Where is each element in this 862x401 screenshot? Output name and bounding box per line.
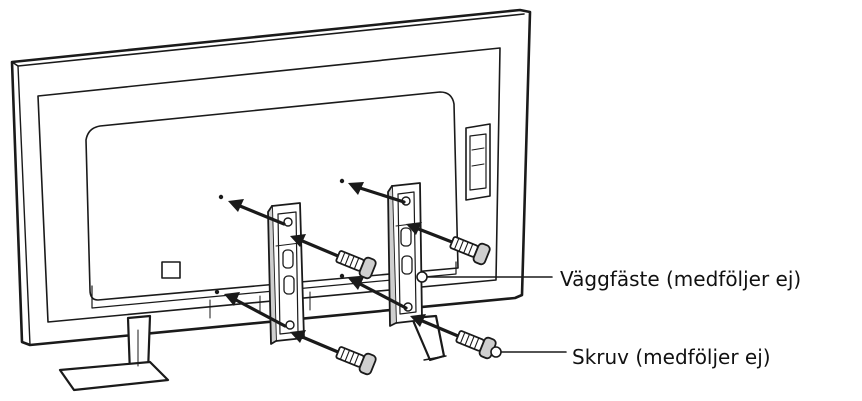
arrowheads [224, 182, 426, 343]
connector-port [161, 261, 181, 279]
screw [335, 346, 377, 376]
arrow-left-icon [418, 318, 460, 338]
callout-dot [416, 271, 428, 283]
arrow-left-icon [298, 238, 340, 258]
screw-label: Skruv (medföljer ej) [572, 345, 771, 369]
arrow-left-icon [298, 334, 340, 354]
screws [335, 236, 497, 376]
mounting-hole [218, 194, 224, 200]
arrow-left-icon [358, 186, 406, 204]
wall-bracket-right [387, 182, 423, 327]
mounting-holes [214, 178, 345, 295]
screw [335, 250, 377, 280]
wall-bracket-left [267, 202, 305, 345]
screw [455, 330, 497, 360]
mounting-hole [339, 178, 345, 184]
callouts [416, 271, 567, 358]
insertion-arrows [234, 186, 460, 354]
arrow-left-icon [358, 282, 408, 310]
screw [449, 236, 491, 266]
wall-bracket-label: Väggfäste (medföljer ej) [560, 267, 802, 291]
mounting-hole [339, 273, 345, 279]
mounting-hole [214, 289, 220, 295]
arrow-left-icon [238, 204, 286, 226]
callout-dot [490, 346, 502, 358]
arrow-left-icon [414, 226, 454, 244]
arrow-left-icon [234, 298, 287, 328]
